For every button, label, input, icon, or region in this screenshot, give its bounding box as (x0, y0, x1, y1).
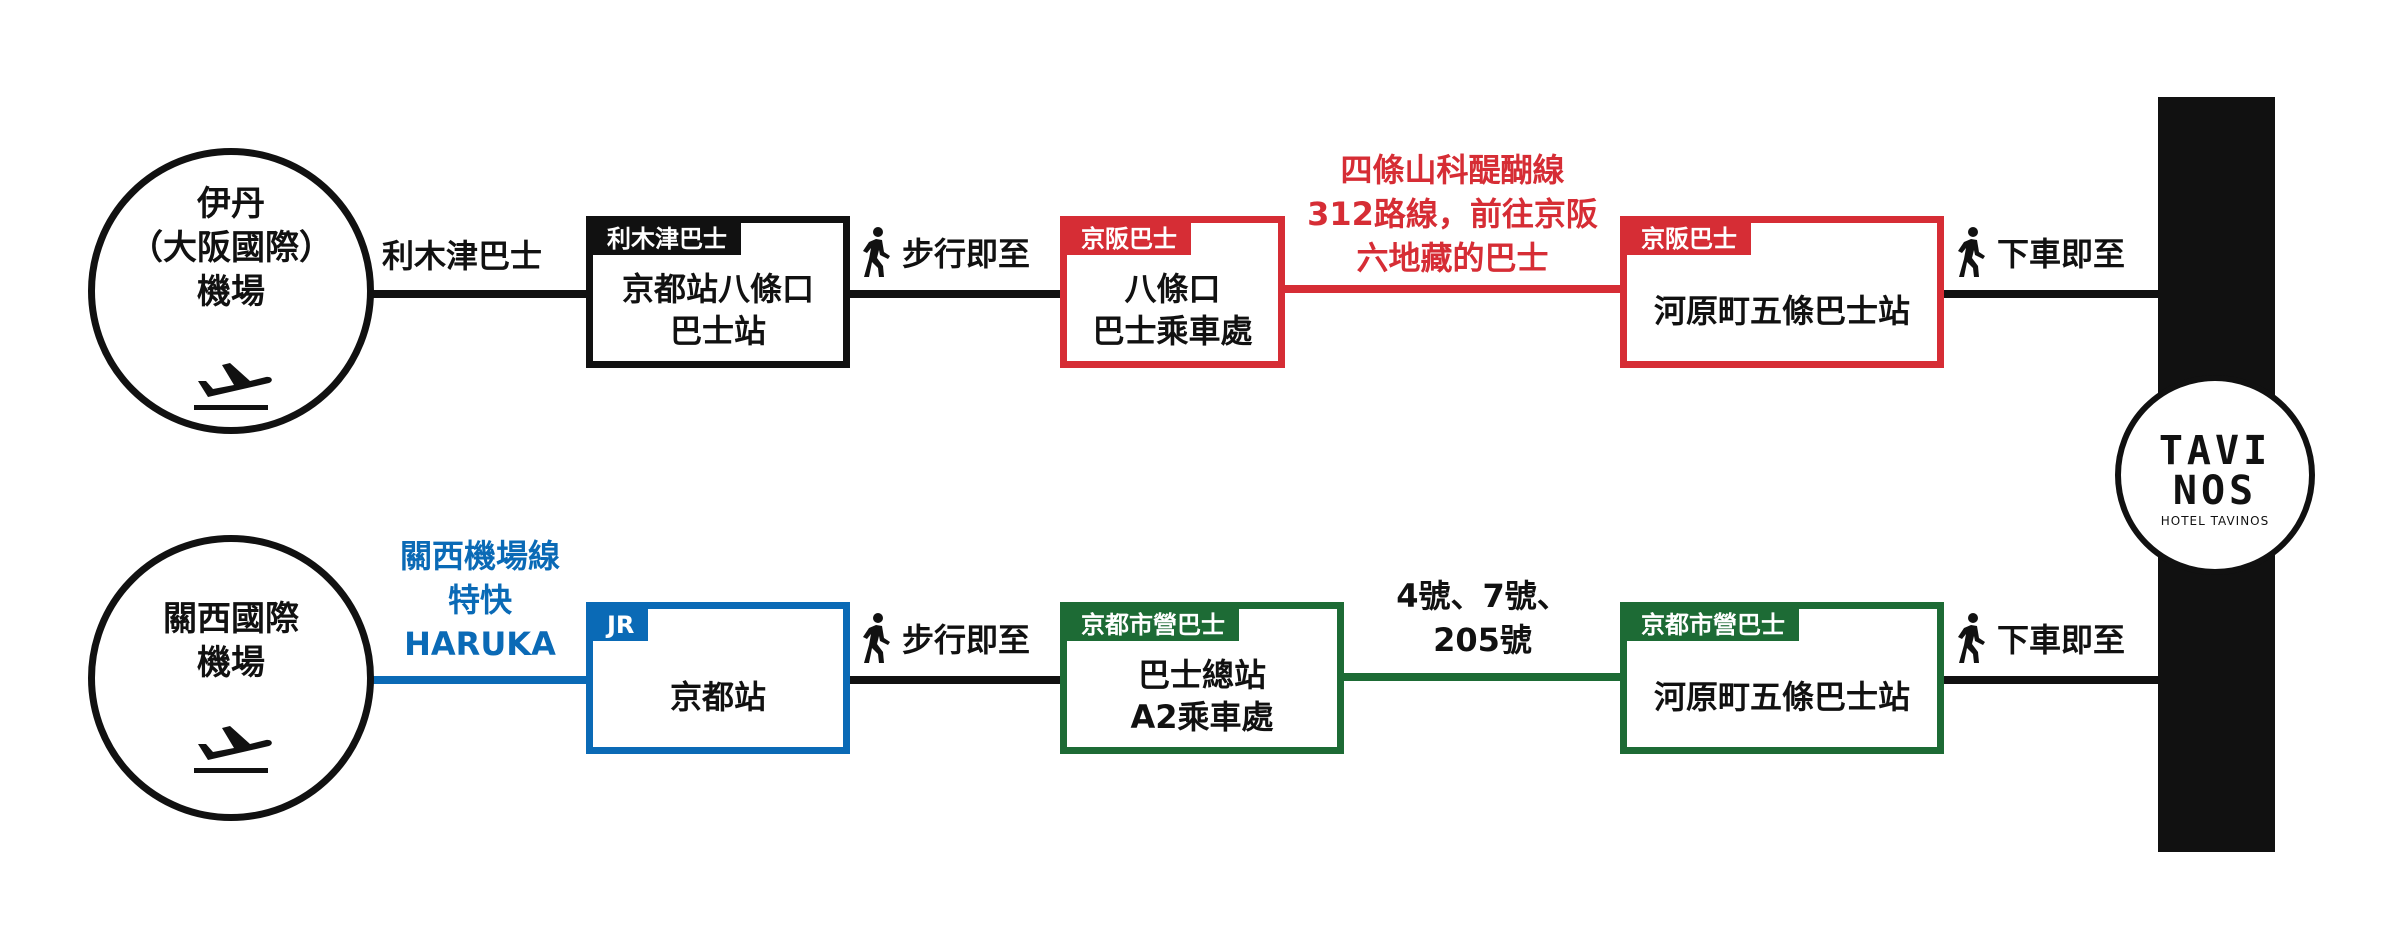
route1-keihan-route-line1: 四條山科醍醐線 (1340, 151, 1565, 189)
route1-box1-line1: 京都站八條口 (621, 270, 814, 308)
route1-box2-tag: 京阪巴士 (1067, 223, 1191, 255)
route1-line-airport-to-limousine (368, 290, 590, 298)
route2-box2-line1: 巴士總站 (1137, 656, 1266, 694)
walking-person-icon (1958, 613, 1985, 663)
route1-keihan-route-line2: 312路線，前往京阪 (1307, 195, 1598, 233)
route2-line-city-bus (1340, 673, 1625, 681)
route1-kawaramachi-gojo-stop: 京阪巴士 河原町五條巴士站 (1620, 216, 1944, 368)
route2-line-walk (845, 676, 1065, 684)
route1-kyoto-hachijo-bus-stop: 利木津巴士 京都站八條口 巴士站 (586, 216, 850, 368)
route2-city-bus-line1: 4號、7號、 (1396, 577, 1569, 615)
route2-arrive-label: 下車即至 (1997, 621, 2126, 659)
route1-box2-line1: 八條口 (1124, 270, 1221, 308)
route1-box3-tag: 京阪巴士 (1627, 223, 1751, 255)
route1-box1-line2: 巴士站 (669, 312, 766, 350)
route2-line-to-hotel (1940, 676, 2165, 684)
airport-itami-line3: 機場 (197, 272, 265, 312)
route2-haruka-line1: 關西機場線 (399, 537, 560, 575)
hotel-logo-line1: TAVI (2158, 428, 2272, 474)
route2-bus-terminal-a2: 京都市營巴士 巴士總站 A2乘車處 (1060, 602, 1344, 754)
route2-kawaramachi-gojo-stop: 京都市營巴士 河原町五條巴士站 (1620, 602, 1944, 754)
route1-box3-line1: 河原町五條巴士站 (1653, 292, 1910, 330)
route1-arrive-label: 下車即至 (1997, 235, 2126, 273)
walking-person-icon (863, 613, 890, 663)
route1-walk: 步行即至 (860, 226, 1030, 278)
route2-city-bus-line2: 205號 (1433, 621, 1532, 659)
route2-kyoto-station: JR 京都站 (586, 602, 850, 754)
route1-box1-tag: 利木津巴士 (593, 223, 741, 255)
route1-line-walk (845, 290, 1065, 298)
route1-arrive: 下車即至 (1955, 226, 2125, 278)
route2-haruka-line2: 特快 (447, 581, 512, 619)
airplane-departure-icon (194, 363, 272, 410)
route1-walk-label: 步行即至 (902, 235, 1031, 273)
route1-limousine-label: 利木津巴士 (382, 237, 543, 275)
airport-itami-line2: （大阪國際） (129, 228, 333, 268)
route1-line-to-hotel (1940, 290, 2165, 298)
hotel-logo: TAVI NOS HOTEL TAVINOS (2115, 375, 2315, 575)
airport-itami-line1: 伊丹 (197, 184, 265, 224)
airport-kansai-line1: 關西國際 (163, 599, 299, 639)
walking-person-icon (1958, 227, 1985, 277)
route2-arrive: 下車即至 (1955, 612, 2125, 664)
hotel-logo-sub: HOTEL TAVINOS (2160, 514, 2270, 528)
walking-person-icon (863, 227, 890, 277)
hotel-logo-line2: NOS (2172, 468, 2258, 514)
route2-box1-line1: 京都站 (669, 678, 766, 716)
route1-keihan-route-line3: 六地藏的巴士 (1356, 239, 1549, 277)
route2-box3-tag: 京都市營巴士 (1627, 609, 1799, 641)
route1-line-keihan-bus (1280, 285, 1625, 293)
route2-box2-line2: A2乘車處 (1130, 698, 1274, 736)
airplane-departure-icon (194, 726, 272, 773)
route2-haruka-line3: HARUKA (404, 625, 556, 663)
route2-box2-tag: 京都市營巴士 (1067, 609, 1239, 641)
route1-box2-line2: 巴士乘車處 (1092, 312, 1253, 350)
route2-walk: 步行即至 (860, 612, 1030, 664)
airport-kansai: 關西國際 機場 (88, 535, 374, 821)
route2-line-haruka (368, 676, 590, 684)
route2-box3-line1: 河原町五條巴士站 (1653, 678, 1910, 716)
route2-walk-label: 步行即至 (902, 621, 1031, 659)
airport-kansai-line2: 機場 (197, 643, 265, 683)
airport-itami: 伊丹 （大阪國際） 機場 (88, 148, 374, 434)
route1-hachijo-boarding: 京阪巴士 八條口 巴士乘車處 (1060, 216, 1285, 368)
route2-box1-tag: JR (593, 609, 649, 641)
